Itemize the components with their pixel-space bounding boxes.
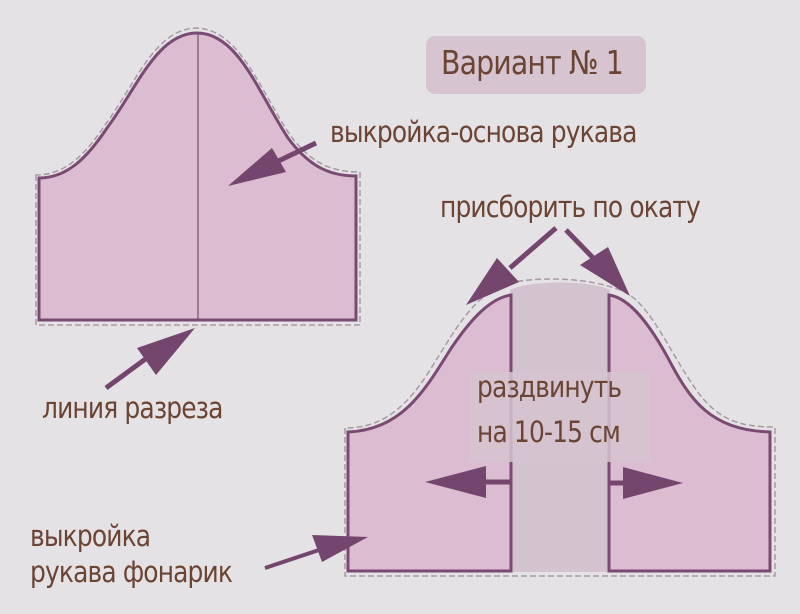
arrow-gather-right: [564, 228, 630, 296]
spread-label-line1: раздвинуть: [477, 370, 622, 404]
lantern-right-half: [607, 293, 772, 573]
cut-line-label: линия разреза: [42, 391, 223, 425]
arrow-spread-left: [425, 466, 510, 498]
arrow-gather-left: [466, 226, 558, 305]
gather-cap-label: присборить по окату: [440, 190, 701, 224]
arrow-to-cut-line: [104, 328, 195, 391]
lantern-label-line1: выкройка: [30, 519, 151, 553]
lantern-left-half: [346, 293, 513, 573]
base-pattern-label: выкройка-основа рукава: [330, 115, 637, 149]
arrow-spread-right: [610, 467, 683, 499]
arrow-to-lantern-pattern: [264, 535, 368, 570]
base-sleeve-pattern: [35, 27, 361, 326]
variant-badge: [426, 36, 646, 94]
lantern-label-line2: рукава фонарик: [30, 555, 233, 589]
lantern-sleeve-pattern: [344, 278, 776, 577]
spread-label-line2: на 10-15 см: [477, 415, 621, 449]
variant-title: Вариант № 1: [441, 43, 624, 82]
arrow-to-base-pattern: [228, 140, 318, 186]
